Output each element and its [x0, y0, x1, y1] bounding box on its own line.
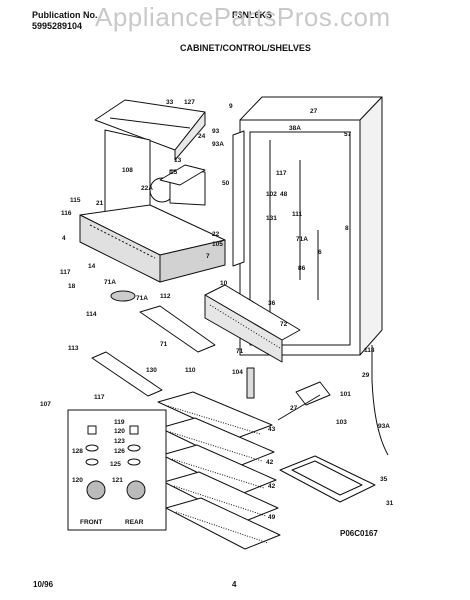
callout: 131	[266, 215, 277, 222]
callout: 22A	[141, 185, 153, 192]
bottom-hinge	[91, 351, 163, 397]
callout: 101	[340, 391, 351, 398]
model-number: F3NL6KS	[232, 10, 273, 20]
callout: 130	[146, 367, 157, 374]
callout: 6	[318, 249, 322, 256]
door-hinge	[277, 381, 331, 421]
fan-blade	[110, 290, 136, 302]
callout: 118	[364, 347, 375, 354]
callout: 115	[70, 197, 81, 204]
light-cover	[246, 367, 255, 399]
callout: 4	[62, 235, 66, 242]
callout: 35	[380, 476, 388, 483]
callout: 125	[110, 461, 121, 468]
callout: 123	[114, 438, 125, 445]
callout: 86	[298, 265, 306, 272]
callout: 93A	[378, 423, 390, 430]
evaporator-cover	[79, 204, 226, 283]
callout: 127	[184, 99, 195, 106]
callout: 50	[222, 180, 230, 187]
callout: 14	[88, 263, 96, 270]
callout: 10	[220, 280, 228, 287]
callout: 42	[268, 483, 276, 490]
inset-box	[67, 409, 167, 531]
watermark: AppliancePartsPros.com	[95, 2, 391, 32]
callout: 43	[268, 426, 276, 433]
section-title: CABINET/CONTROL/SHELVES	[180, 43, 311, 53]
callout: 104	[232, 369, 243, 376]
callout: 71	[236, 348, 244, 355]
publication-label: Publication No.	[32, 10, 98, 20]
callout: 22	[212, 231, 220, 238]
callout: 9	[229, 103, 233, 110]
door-gasket	[232, 130, 245, 267]
caster-rear	[126, 425, 146, 500]
callout: 117	[60, 269, 71, 276]
callout: 72	[280, 321, 288, 328]
front-label: FRONT	[80, 519, 102, 526]
drain-tube	[371, 345, 389, 456]
kick-plate	[204, 284, 301, 363]
callout: 120	[72, 477, 83, 484]
callout: 111	[292, 211, 303, 218]
callout: 27	[290, 405, 298, 412]
callout: 103	[336, 419, 347, 426]
footer-date: 10/96	[33, 580, 54, 589]
callout: 117	[276, 170, 287, 177]
callout: 38A	[289, 125, 301, 132]
callout: 128	[72, 448, 83, 455]
callout: 102	[266, 191, 277, 198]
callout: 71A	[104, 279, 116, 286]
callout: 36	[268, 300, 276, 307]
callout: 7	[206, 253, 210, 260]
callout: 48	[280, 191, 288, 198]
callout: 71A	[296, 236, 308, 243]
callout: 119	[114, 419, 125, 426]
callout: 93A	[212, 141, 224, 148]
callout: 27	[310, 108, 318, 115]
shelf-rail	[139, 305, 216, 353]
caster-front	[85, 425, 106, 500]
callout: 71	[160, 341, 168, 348]
callout: 113	[68, 345, 79, 352]
callout: 107	[40, 401, 51, 408]
callout: 8	[345, 225, 349, 232]
page-number: 4	[232, 580, 237, 589]
callout: 13	[174, 157, 182, 164]
cabinet	[239, 96, 383, 356]
callout: 117	[94, 394, 105, 401]
callout: 121	[112, 477, 123, 484]
callout: 120	[114, 428, 125, 435]
callout: 114	[86, 311, 97, 318]
callout: 57	[344, 131, 352, 138]
drawing-code: P06C0167	[340, 529, 378, 538]
rear-label: REAR	[125, 519, 144, 526]
callout: 71A	[136, 295, 148, 302]
callout: 93	[212, 128, 220, 135]
callout: 116	[61, 210, 72, 217]
callout: 105	[212, 241, 223, 248]
callout: 24	[198, 133, 206, 140]
callout: 126	[114, 448, 125, 455]
callout: 33	[166, 99, 174, 106]
callout: 112	[160, 293, 171, 300]
callout: 18	[68, 283, 76, 290]
callout: 21	[96, 200, 104, 207]
inset-labels: FRONT REAR	[80, 519, 144, 526]
callout: 15	[170, 169, 178, 176]
callout-labels: 33 127 9 27 24 93 93A 13 15 57 38A 108 5…	[40, 99, 394, 521]
callout: 49	[268, 514, 276, 521]
callout: 31	[386, 500, 394, 507]
wire-shelves	[157, 391, 281, 550]
drip-pan	[279, 455, 376, 503]
callout: 110	[185, 367, 196, 374]
callout: 108	[122, 167, 133, 174]
callout: 29	[362, 372, 370, 379]
callout: 42	[266, 459, 274, 466]
publication-number: 5995289104	[32, 21, 83, 31]
